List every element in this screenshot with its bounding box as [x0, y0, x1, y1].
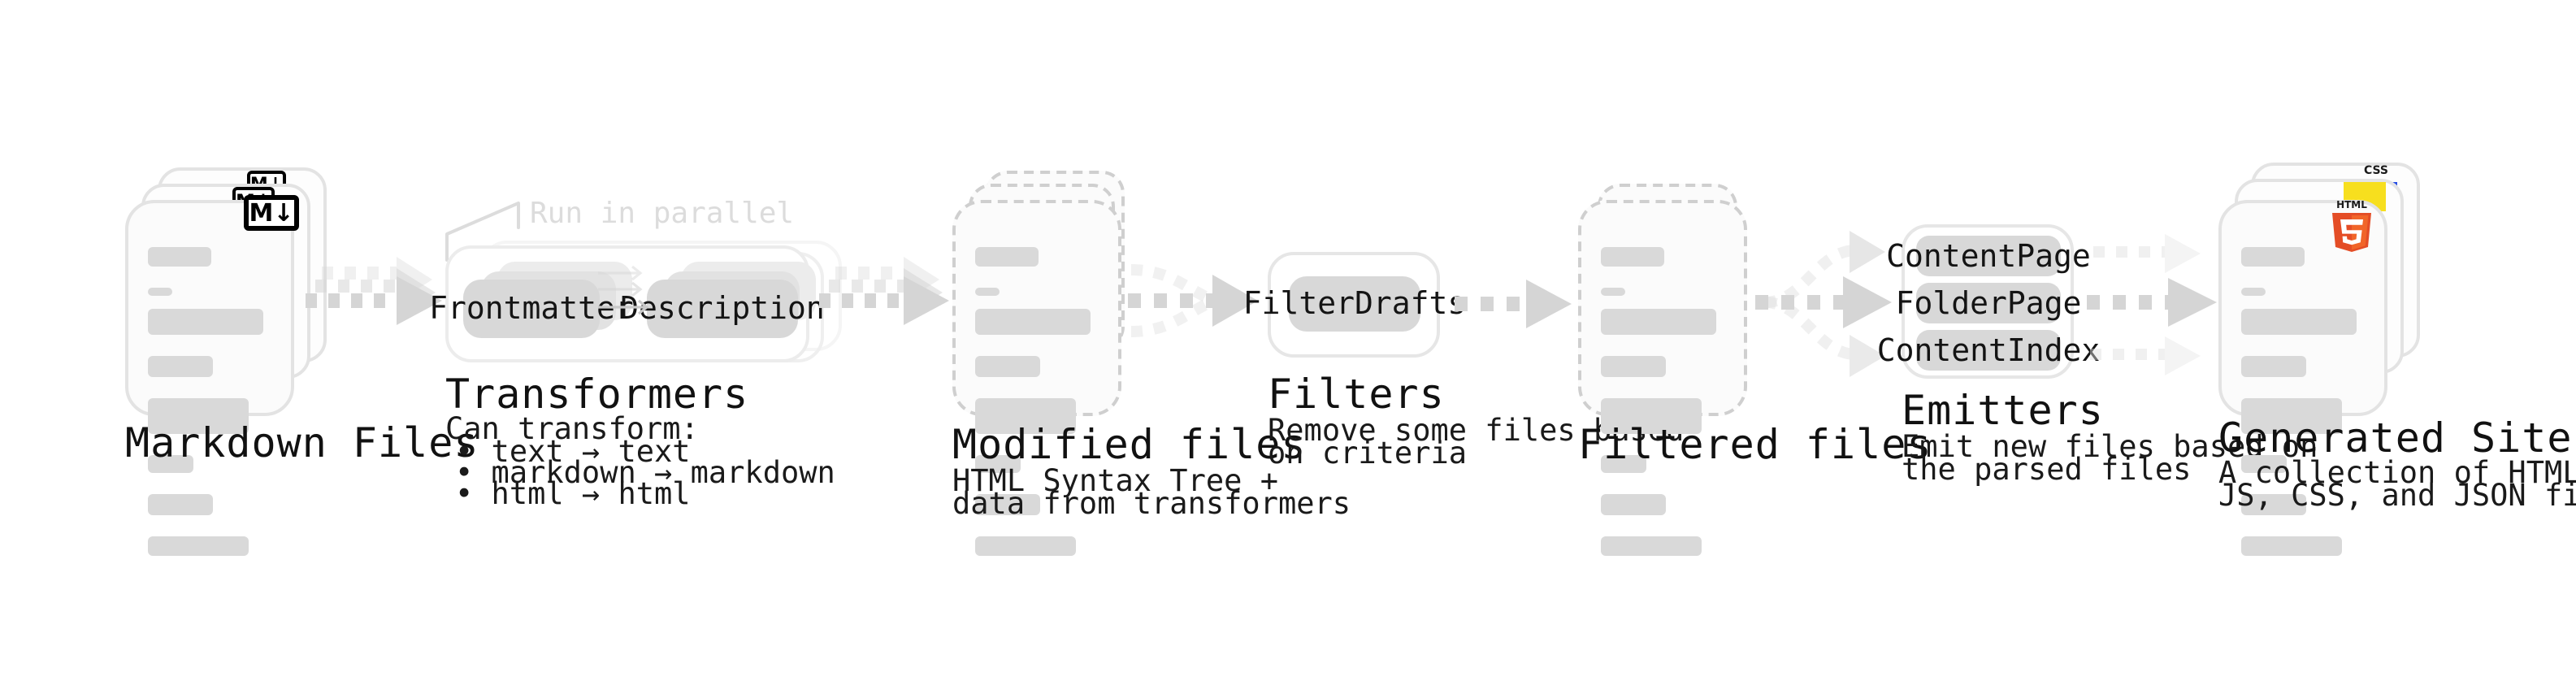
markdown-files-title: Markdown Files — [125, 419, 479, 466]
filtered-placeholder-lines — [1601, 247, 1724, 577]
modified-files-caption-l2: data from transformers — [952, 488, 1351, 522]
filters-caption-l1: Remove some files based — [1268, 414, 1685, 449]
transformers-caption-item-1: • text → text — [455, 436, 691, 470]
modified-files-caption-l1: HTML Syntax Tree + — [952, 465, 1278, 499]
markdown-card-front — [125, 200, 294, 556]
transformers-caption-item-2: • markdown → markdown — [455, 457, 835, 491]
filters-node-filterdrafts[interactable]: FilterDrafts — [1243, 276, 1466, 332]
arrow-modified-files-to-filters — [1128, 257, 1271, 354]
markdown-badge-icon: M↓ — [244, 195, 299, 231]
arrow-markdown-to-transformers — [302, 254, 458, 351]
arrow-filtered-files-to-emitters — [1755, 228, 1911, 390]
arrow-emitters-to-generated-site — [2087, 228, 2236, 390]
filters-caption-l2: on criteria — [1268, 437, 1468, 471]
transformers-caption-item-3: • html → html — [455, 478, 691, 512]
modified-files-title: Modified files — [952, 421, 1307, 468]
emitter-node-contentpage[interactable]: ContentPage — [1886, 236, 2091, 276]
modified-placeholder-lines — [975, 247, 1099, 577]
run-in-parallel-label: Run in parallel — [530, 197, 795, 231]
filtered-card-front — [1578, 200, 1747, 556]
filters-title: Filters — [1268, 371, 1445, 418]
transformer-inner-arrows — [598, 265, 657, 323]
html5-badge-label: HTML — [2336, 199, 2367, 210]
run-in-parallel-bracket — [445, 198, 543, 263]
generated-site-caption-l1: A collection of HTML, — [2218, 457, 2576, 491]
emitter-node-folderpage[interactable]: FolderPage — [1896, 283, 2081, 323]
emitters-caption-l1: Emit new files based on — [1902, 431, 2318, 465]
transformer-node-description[interactable]: Description — [620, 280, 825, 338]
markdown-placeholder-lines — [148, 247, 271, 577]
generated-placeholder-lines — [2241, 247, 2365, 577]
generated-site-caption-l2: JS, CSS, and JSON files — [2218, 479, 2576, 514]
transformers-caption-head: Can transform: — [445, 413, 699, 447]
transformer-node-frontmatter[interactable]: Frontmatter — [429, 280, 634, 338]
generated-card-front — [2218, 200, 2387, 556]
generated-site-title: Generated Site — [2218, 414, 2573, 462]
emitters-title: Emitters — [1902, 387, 2104, 434]
html5-badge-icon: HTML — [2327, 198, 2376, 254]
modified-card-front — [952, 200, 1121, 556]
arrow-filters-to-filtered-files — [1455, 278, 1581, 336]
filtered-files-title: Filtered files — [1578, 421, 1932, 468]
arrow-transformers-to-modified-files — [819, 254, 965, 351]
transformers-title: Transformers — [445, 371, 749, 418]
emitters-caption-l2: the parsed files — [1902, 453, 2192, 488]
emitter-node-contentindex[interactable]: ContentIndex — [1877, 330, 2100, 371]
css-badge-label: CSS — [2363, 164, 2389, 177]
